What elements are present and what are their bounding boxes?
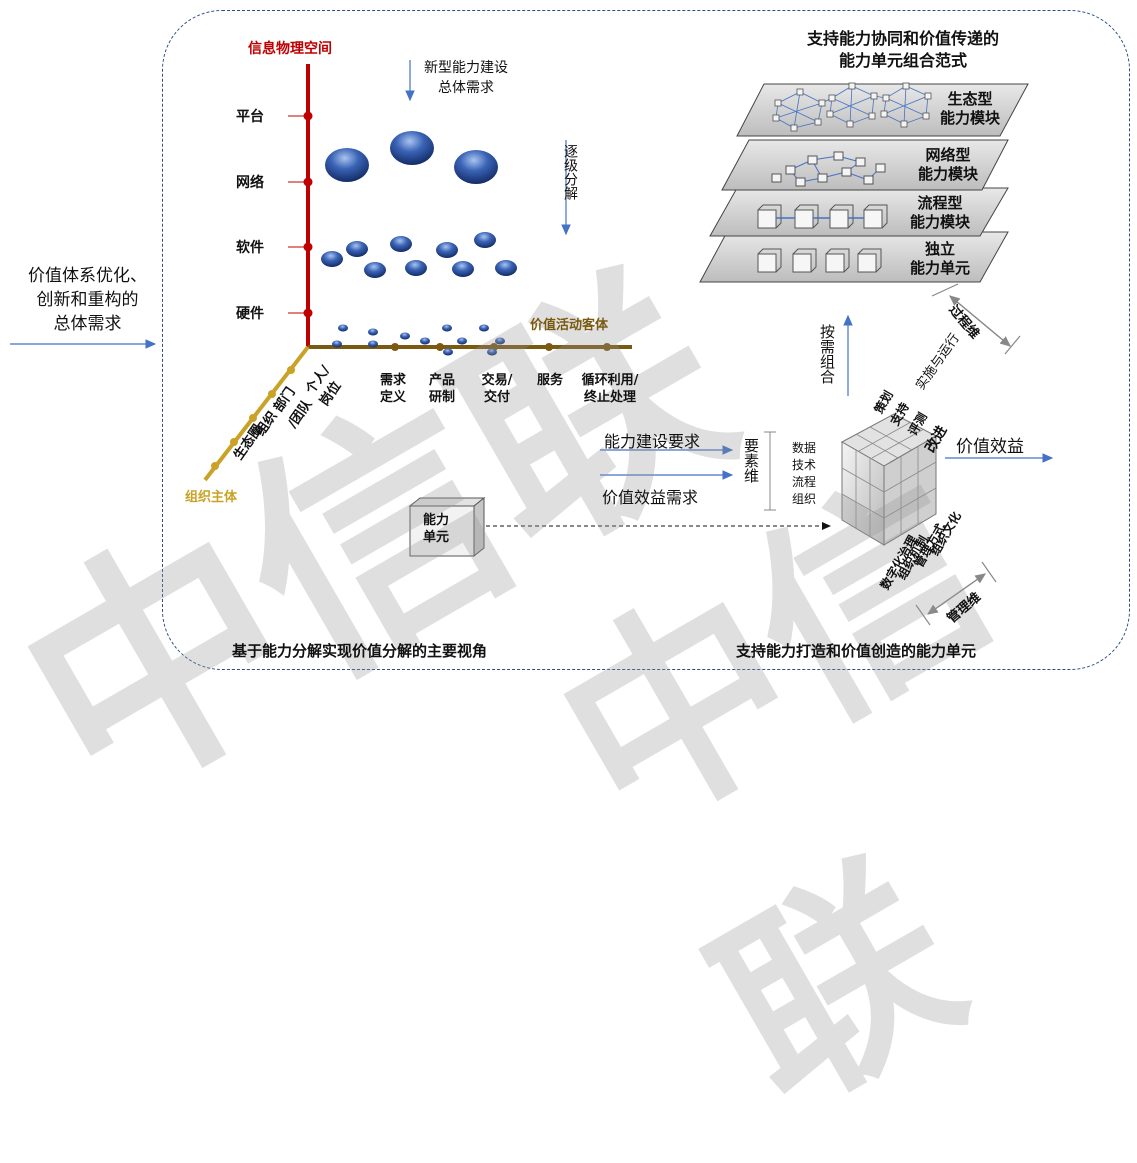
dashed-frame (162, 10, 1130, 670)
level-network: 网络 (236, 175, 264, 191)
right-top-title: 支持能力协同和价值传递的 能力单元组合范式 (772, 28, 1034, 72)
decompose-label: 逐级分解 (562, 144, 578, 200)
input-req1: 能力建设要求 (604, 432, 701, 451)
layer-standalone: 独立能力单元 (900, 240, 980, 278)
elem-data: 数据 (791, 441, 816, 455)
element-dim-label: 要素维 (742, 438, 760, 483)
act2-l1: 交易/ (481, 373, 513, 388)
top-requirement-label: 新型能力建设 总体需求 (424, 58, 508, 98)
right-panel-title: 支持能力打造和价值创造的能力单元 (736, 642, 977, 660)
activity-recycle: 循环利用/终止处理 (570, 372, 650, 406)
layer-ecosystem: 生态型能力模块 (930, 90, 1010, 128)
management-dim-arrow (915, 561, 997, 626)
left-panel-title: 基于能力分解实现价值分解的主要视角 (232, 642, 488, 660)
level-ticks (288, 111, 313, 318)
layer-stack (699, 83, 1029, 283)
process-dim-arrow (931, 283, 1021, 355)
vertical-axis-label: 信息物理空间 (248, 41, 332, 57)
element-items: 数据 技术 流程 组织 (786, 440, 822, 508)
activity-demand: 需求定义 (371, 372, 415, 406)
level-hardware: 硬件 (236, 306, 264, 322)
left-req-line3: 总体需求 (53, 314, 122, 334)
capability-cube (840, 413, 938, 546)
l1-l1: 网络型 (925, 146, 971, 164)
rtt-line2: 能力单元组合范式 (838, 51, 967, 70)
top-req-line2: 总体需求 (438, 80, 494, 96)
org-ticks (211, 366, 295, 470)
l1-l2: 能力模块 (917, 165, 978, 183)
left-req-line1: 价值体系优化、 (28, 266, 147, 286)
act2-l2: 交付 (483, 390, 510, 405)
activity-trade: 交易/交付 (472, 372, 522, 406)
act3-l1: 服务 (536, 373, 563, 388)
unit-cubes (757, 204, 888, 273)
unit-box-shape (408, 496, 486, 558)
left-req-line2: 创新和重构的 (36, 290, 139, 310)
act0-l2: 定义 (379, 390, 406, 405)
l0-l1: 生态型 (947, 90, 993, 108)
left-requirement: 价值体系优化、 创新和重构的 总体需求 (28, 264, 147, 336)
act4-l2: 终止处理 (583, 390, 636, 405)
act0-l1: 需求 (379, 373, 406, 388)
layer-process: 流程型能力模块 (900, 194, 980, 232)
l0-l2: 能力模块 (939, 109, 1000, 127)
activity-product: 产品研制 (420, 372, 464, 406)
activity-service: 服务 (530, 372, 570, 389)
diagonal-axis-label: 组织主体 (185, 490, 238, 505)
elem-process: 流程 (791, 475, 816, 489)
capability-spheres (321, 131, 517, 356)
output-label: 价值效益 (956, 437, 1024, 457)
ecosystem-nodes (772, 82, 932, 132)
l3-l1: 独立 (924, 240, 955, 258)
horizontal-axis-label: 价值活动客体 (530, 318, 609, 333)
top-req-line1: 新型能力建设 (424, 60, 508, 76)
rtt-line1: 支持能力协同和价值传递的 (806, 29, 999, 48)
unit-l2: 单元 (422, 530, 449, 545)
unit-box-label: 能力 单元 (414, 512, 458, 546)
level-platform: 平台 (236, 109, 264, 125)
act1-l1: 产品 (428, 373, 455, 388)
unit-l1: 能力 (422, 513, 449, 528)
act4-l1: 循环利用/ (581, 373, 639, 388)
on-demand-label: 按需组合 (818, 324, 836, 384)
diagram-graphics (10, 60, 1054, 626)
l3-l2: 能力单元 (909, 259, 970, 277)
elem-org: 组织 (791, 492, 816, 506)
level-software: 软件 (236, 240, 264, 256)
act1-l2: 研制 (428, 390, 455, 405)
layer-network: 网络型能力模块 (908, 146, 988, 184)
elem-tech: 技术 (791, 458, 816, 472)
network-graph (771, 151, 886, 187)
l2-l2: 能力模块 (909, 213, 970, 231)
l2-l1: 流程型 (917, 194, 963, 212)
input-req2: 价值效益需求 (602, 488, 699, 507)
